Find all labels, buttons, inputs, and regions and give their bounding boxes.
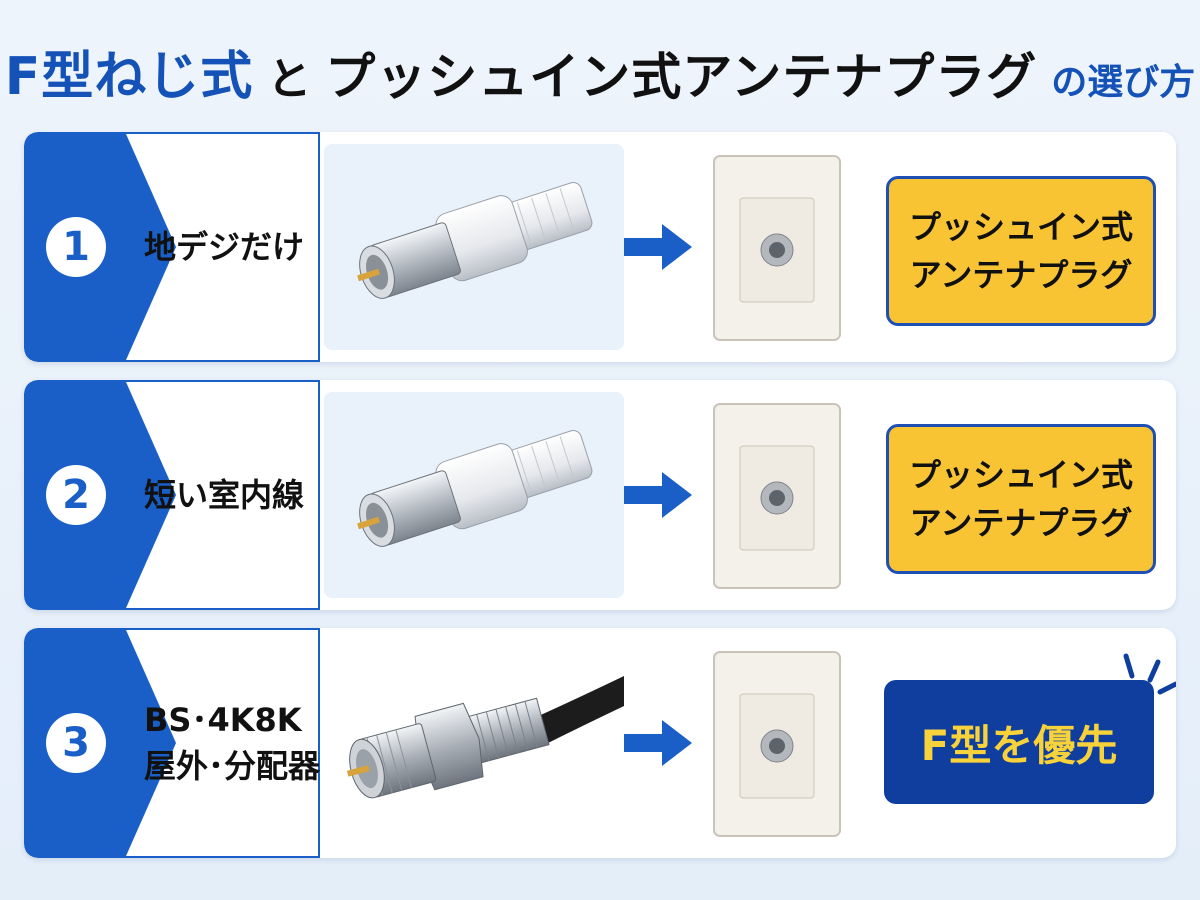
row-2-plug-area: [324, 392, 624, 598]
row-2-result: プッシュイン式 アンテナプラグ: [886, 424, 1156, 574]
arrow-right-icon: [624, 720, 692, 766]
row-1: 1 地デジだけ: [24, 132, 1176, 362]
f-type-plug-icon: [346, 676, 624, 799]
row-1-result-line1: プッシュイン式: [908, 208, 1133, 246]
row-3-plug-area: [324, 640, 624, 846]
sparkle-icon: [1123, 653, 1176, 695]
row-1-header: 1 地デジだけ: [24, 132, 320, 362]
push-in-plug-icon: [357, 430, 593, 547]
row-3-label-line2: 屋外･分配器: [144, 747, 321, 785]
row-3-label: BS･4K8K 屋外･分配器: [144, 630, 322, 856]
row-3: 3 BS･4K8K 屋外･分配器: [24, 628, 1176, 858]
row-1-result-line2: アンテナプラグ: [909, 256, 1133, 294]
row-1-plug-area: [324, 144, 624, 350]
row-3-result-line1: F型を優先: [920, 720, 1118, 770]
row-2-result-line1: プッシュイン式: [908, 456, 1133, 494]
title-part-howto: の選び方: [1051, 62, 1196, 103]
arrow-right-icon: [624, 472, 692, 518]
page-title: F型ねじ式 と プッシュイン式アンテナプラグ の選び方: [0, 34, 1200, 114]
title-part-and: と: [267, 54, 312, 105]
row-3-header: 3 BS･4K8K 屋外･分配器: [24, 628, 320, 858]
row-3-result: F型を優先: [884, 680, 1154, 804]
step-number-2: 2: [46, 465, 106, 525]
row-2: 2 短い室内線 プッシュイン式 アンテナプラグ: [24, 380, 1176, 610]
row-3-label-line1: BS･4K8K: [144, 700, 302, 739]
row-1-result: プッシュイン式 アンテナプラグ: [886, 176, 1156, 326]
row-1-label-line1: 地デジだけ: [144, 227, 305, 266]
wall-outlet-icon: [713, 155, 841, 341]
row-1-label: 地デジだけ: [144, 134, 322, 360]
push-in-plug-icon: [357, 182, 593, 299]
row-2-label: 短い室内線: [144, 382, 322, 608]
step-number-3: 3: [46, 713, 106, 773]
row-2-label-line1: 短い室内線: [144, 475, 305, 514]
title-part-pushin: プッシュイン式アンテナプラグ: [325, 48, 1038, 106]
wall-outlet-icon: [713, 403, 841, 589]
arrow-right-icon: [624, 224, 692, 270]
title-part-ftype: F型ねじ式: [4, 47, 254, 107]
row-2-result-line2: アンテナプラグ: [909, 504, 1133, 542]
step-number-1: 1: [46, 217, 106, 277]
wall-outlet-icon: [713, 651, 841, 837]
row-2-header: 2 短い室内線: [24, 380, 320, 610]
